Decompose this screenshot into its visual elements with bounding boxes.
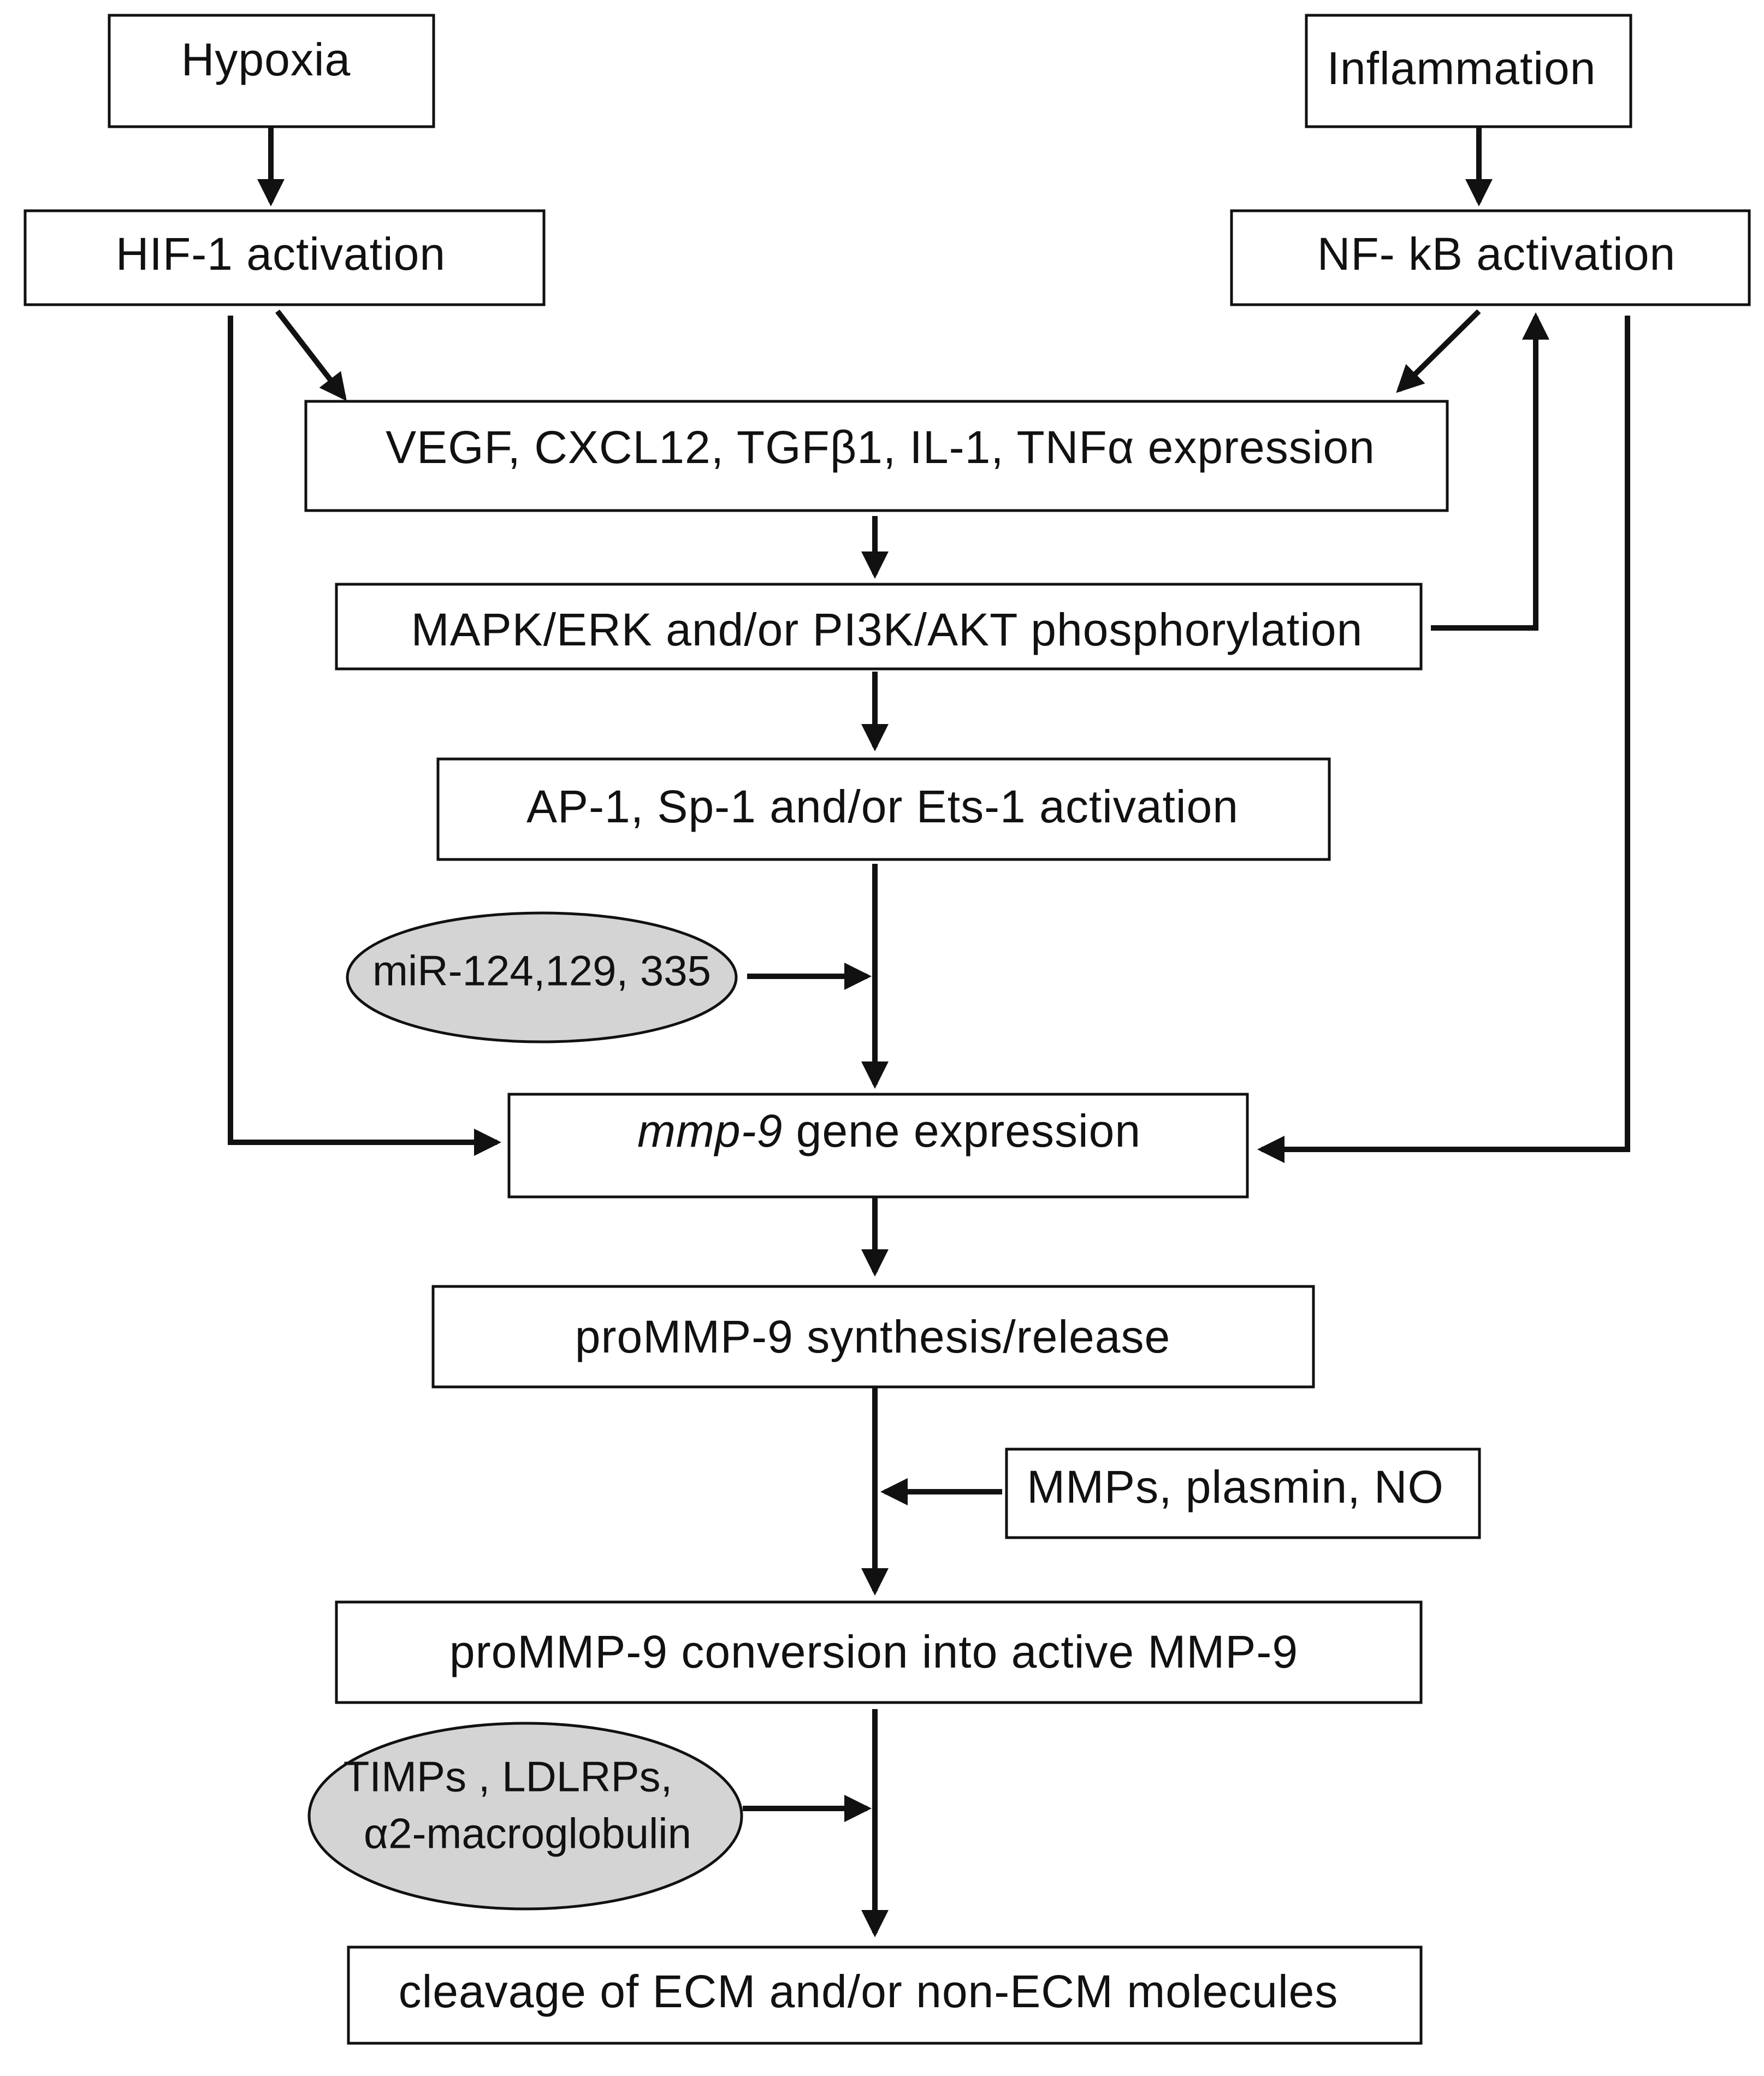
node-ap1-label: AP-1, Sp-1 and/or Ets-1 activation [526,781,1239,832]
arrow-hif1-to-mmp9-gene [228,316,502,1156]
node-prommp9-conversion-label: proMMP-9 conversion into active MMP-9 [449,1626,1298,1677]
node-inflammation: Inflammation [1305,14,1632,128]
node-hif1-box [23,209,546,306]
node-nfkb-box [1230,209,1751,306]
node-mmps-plasmin-box [1005,1448,1481,1539]
node-inflammation-box [1305,14,1632,128]
connectors [228,127,1630,1938]
mmp9-gene-rest: gene expression [783,1105,1141,1156]
node-mmps-plasmin-label: MMPs, plasmin, NO [1027,1461,1444,1512]
node-hif1: HIF-1 activation [23,209,546,306]
modifier-timps: TIMPs , LDLRPs, α2-macroglobulin [307,1722,743,1911]
node-cleavage-label: cleavage of ECM and/or non-ECM molecules [399,1966,1339,2017]
node-cleavage: cleavage of ECM and/or non-ECM molecules [347,1945,1423,2045]
node-mapk-label: MAPK/ERK and/or PI3K/AKT phosphorylation [411,604,1363,655]
node-prommp9-synthesis-label: proMMP-9 synthesis/release [575,1311,1170,1362]
node-hypoxia: Hypoxia [108,14,435,128]
node-prommp9-synthesis: proMMP-9 synthesis/release [431,1285,1315,1389]
arrow-mapk-to-nfkb-feedback [1431,312,1549,631]
node-mmp9-gene: mmp-9 gene expression [507,1093,1249,1199]
node-prommp9-conversion: proMMP-9 conversion into active MMP-9 [335,1600,1423,1704]
node-inflammation-label: Inflammation [1327,43,1596,94]
node-nfkb-label: NF- kB activation [1317,228,1676,280]
arrow-nfkb-to-cytokines [1396,309,1481,393]
node-mapk-box [335,583,1423,671]
node-ap1: AP-1, Sp-1 and/or Ets-1 activation [436,757,1331,861]
node-hypoxia-box [108,14,435,128]
node-cytokines-label: VEGF, CXCL12, TGFβ1, IL-1, TNFα expressi… [386,422,1375,473]
node-mmps-plasmin: MMPs, plasmin, NO [1005,1448,1481,1539]
node-mmp9-gene-box [507,1093,1249,1199]
modifier-timps-ellipse [307,1722,743,1911]
modifier-timps-line2: α2-macroglobulin [364,1810,691,1858]
node-ap1-box [436,757,1331,861]
node-mmp9-gene-label: mmp-9 gene expression [637,1105,1141,1156]
mmp9-gene-italic: mmp-9 [637,1105,783,1156]
node-hif1-label: HIF-1 activation [116,228,446,280]
node-cytokines: VEGF, CXCL12, TGFβ1, IL-1, TNFα expressi… [304,400,1449,512]
node-cytokines-box [304,400,1449,512]
modifier-mir-ellipse [346,911,738,1043]
modifier-timps-line1: TIMPs , LDLRPs, [344,1753,672,1801]
node-prommp9-synthesis-box [431,1285,1315,1389]
node-cleavage-box [347,1945,1423,2045]
node-nfkb: NF- kB activation [1230,209,1751,306]
node-prommp9-conversion-box [335,1600,1423,1704]
modifier-mir: miR-124,129, 335 [346,911,738,1043]
modifier-mir-label: miR-124,129, 335 [372,947,711,995]
arrow-hif1-to-cytokines [275,309,347,401]
node-mapk: MAPK/ERK and/or PI3K/AKT phosphorylation [335,583,1423,671]
arrow-nfkb-to-mmp9-gene [1257,316,1630,1163]
node-hypoxia-label: Hypoxia [181,34,351,85]
